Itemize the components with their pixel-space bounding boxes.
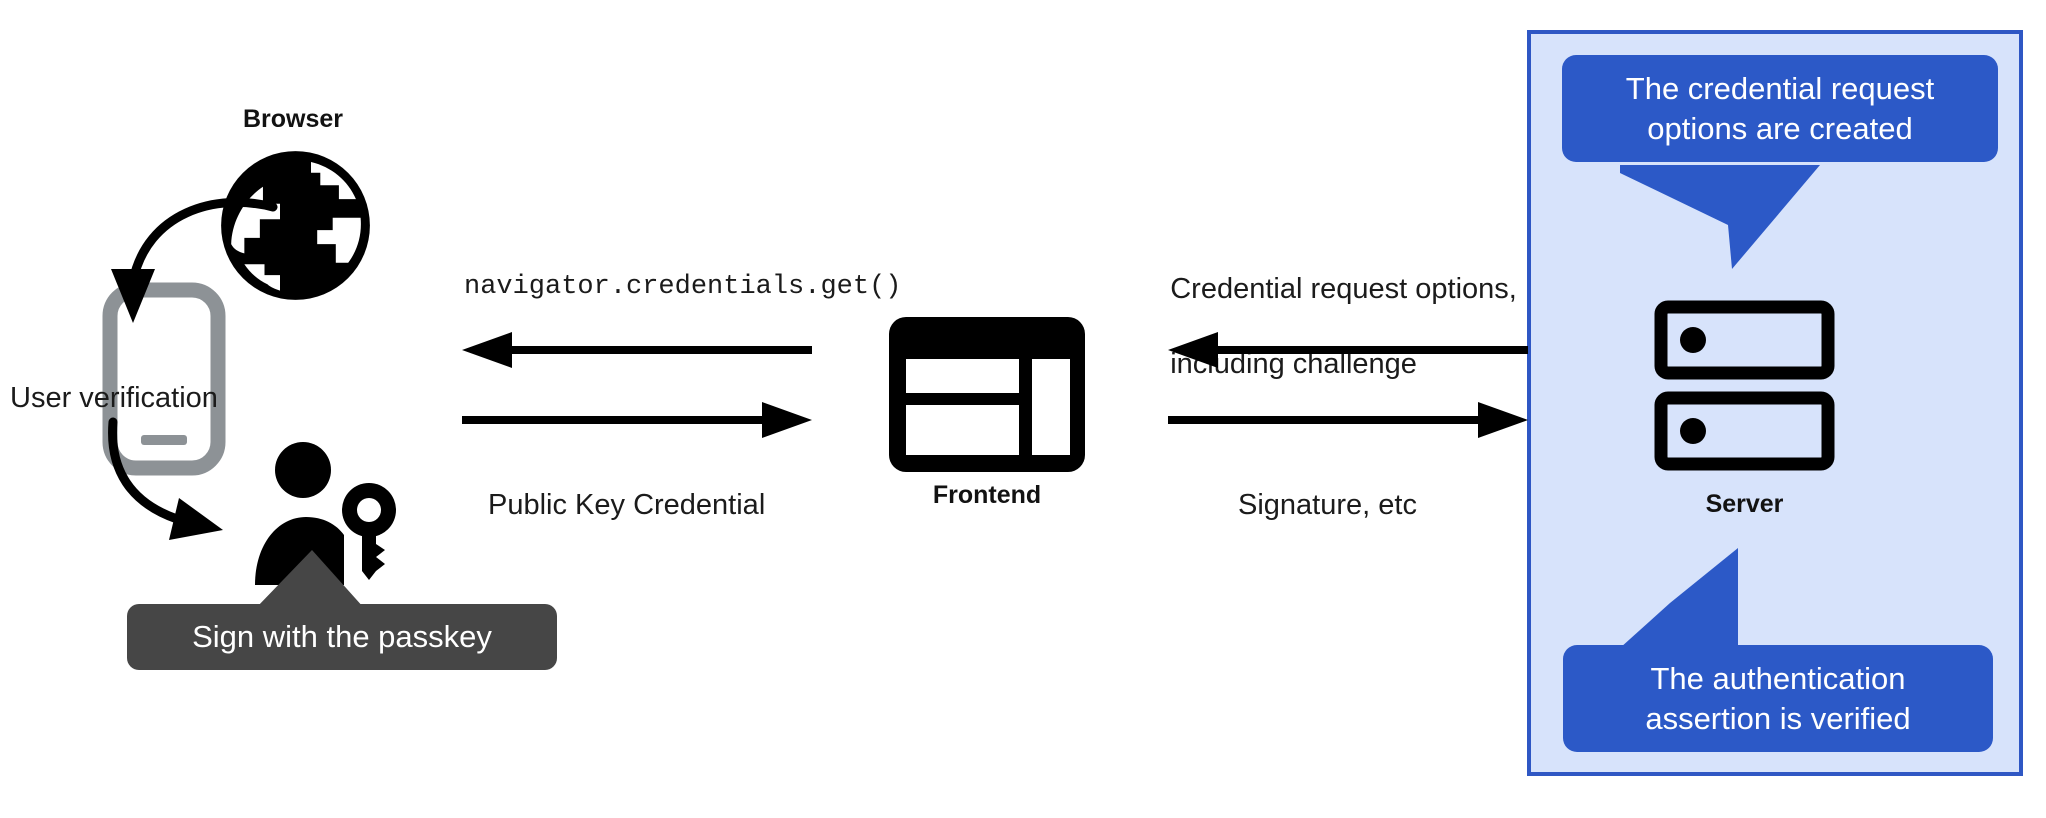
arrow-frontend-to-browser — [462, 330, 812, 370]
arrow-browser-to-frontend — [462, 400, 812, 440]
passkey-callout: Sign with the passkey — [127, 604, 557, 671]
server-top-callout: The credential request options are creat… — [1562, 55, 1998, 163]
web-layout-icon — [889, 317, 1085, 472]
globe-icon — [218, 148, 373, 303]
navigator-credentials-get-label: navigator.credentials.get() — [464, 272, 902, 302]
server-label: Server — [1705, 490, 1784, 518]
signature-etc-label: Signature, etc — [1238, 489, 1417, 521]
arrow-server-to-frontend — [1168, 330, 1528, 370]
browser-label: Browser — [242, 105, 344, 133]
arrow-frontend-to-server — [1168, 400, 1528, 440]
curved-arrow-browser-to-phone — [95, 195, 280, 375]
smartphone-icon — [102, 282, 226, 476]
public-key-credential-label: Public Key Credential — [488, 489, 766, 521]
passkey-callout-pointer — [236, 538, 366, 608]
frontend-label: Frontend — [932, 481, 1042, 509]
user-verification-label: User verification — [10, 382, 218, 414]
server-bottom-callout: The authentication assertion is verified — [1563, 645, 1993, 753]
server-rack-icon — [1654, 300, 1835, 471]
server-bottom-callout-pointer — [1620, 548, 1790, 653]
curved-arrow-phone-to-user — [105, 417, 315, 558]
server-top-callout-pointer — [1620, 165, 1850, 275]
credential-request-options-label: Credential request options, including ch… — [1170, 272, 1517, 381]
